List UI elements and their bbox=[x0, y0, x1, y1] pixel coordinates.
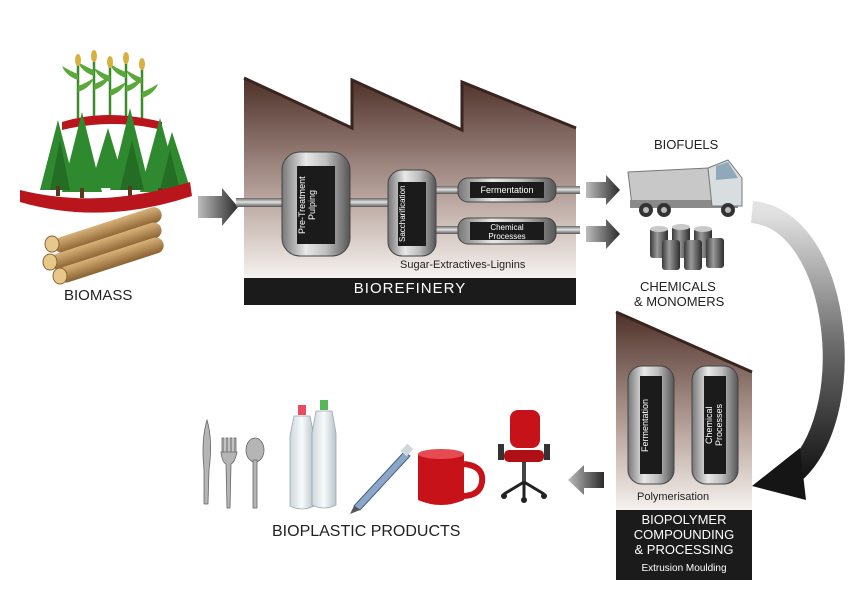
extrusion-moulding-label: Extrusion Moulding bbox=[641, 563, 727, 574]
biopolymer-title-line2: COMPOUNDING bbox=[633, 527, 735, 542]
biopolymer-title-line1: BIOPOLYMER bbox=[641, 512, 727, 527]
barrels-illustration bbox=[650, 224, 724, 270]
arrow-to-products bbox=[568, 465, 604, 495]
monomers-label: & MONOMERS bbox=[634, 294, 725, 309]
biopolymer-title: BIOPOLYMER COMPOUNDING & PROCESSING bbox=[616, 512, 752, 557]
biomass-label: BIOMASS bbox=[64, 287, 133, 304]
arrow-to-biofuels bbox=[586, 175, 620, 205]
arrow-to-chemicals bbox=[586, 219, 620, 249]
biofuels-label: BIOFUELS bbox=[654, 137, 719, 152]
arrow-biomass-to-biorefinery bbox=[198, 188, 238, 226]
polymerisation-label: Polymerisation bbox=[637, 491, 710, 503]
curved-arrow bbox=[750, 201, 845, 485]
biomass-illustration bbox=[20, 50, 192, 285]
pretreatment-vessel-label: Pre-Treatment Pulping bbox=[297, 176, 317, 234]
fermentation-vessel-label: Fermentation bbox=[480, 185, 534, 195]
biopolymer-title-line3: & PROCESSING bbox=[634, 542, 734, 557]
truck-illustration bbox=[627, 159, 743, 217]
saccharification-vessel-label: Saccharification bbox=[398, 185, 407, 243]
biopolymer-fermentation-label: Fermentation bbox=[640, 398, 650, 452]
biopolymer-chemical-processes-label: Chemical Processes bbox=[704, 403, 724, 447]
products-illustration bbox=[202, 400, 550, 514]
biorefinery-label: BIOREFINERY bbox=[353, 280, 467, 297]
biopolymer-building bbox=[615, 310, 753, 580]
chemical-processes-vessel-label: Chemical Processes bbox=[488, 223, 526, 241]
biorefinery-factory bbox=[236, 76, 580, 305]
bioplastic-products-label: BIOPLASTIC PRODUCTS bbox=[272, 523, 461, 540]
chemicals-label: CHEMICALS bbox=[640, 279, 716, 294]
sugar-extractives-lignins-label: Sugar-Extractives-Lignins bbox=[400, 259, 526, 271]
